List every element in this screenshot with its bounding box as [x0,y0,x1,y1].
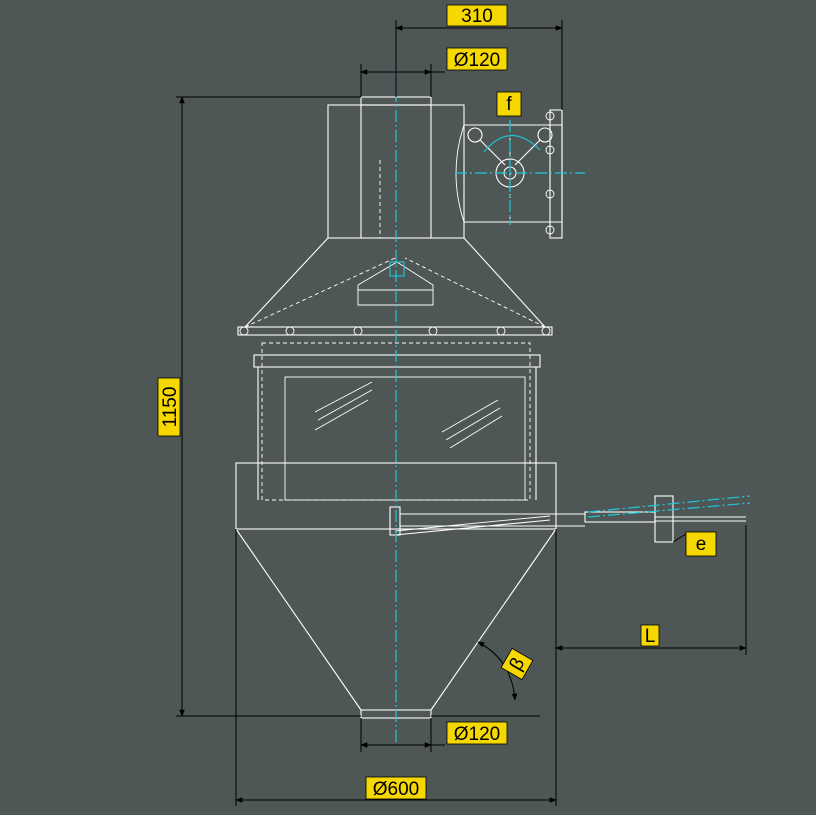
label-L-text: L [645,626,656,647]
dim-top-diameter-text: Ø120 [454,50,500,71]
label-beta: β [500,647,534,681]
dim-1150-label: 1150 [157,377,181,437]
dim-bottom-diameter-text: Ø120 [454,724,500,745]
hidden-lines [244,138,546,501]
dim-1150-text: 1150 [160,387,181,428]
glass-hatch [314,381,503,449]
dim-top-diameter-label: Ø120 [446,47,508,71]
unit-outline [235,96,563,719]
label-e: e [685,531,717,557]
dimension-lines [176,20,747,806]
dim-310-text: 310 [461,6,493,27]
label-f-text: f [506,94,512,115]
dim-body-diameter-text: Ø600 [373,779,419,800]
flange-bolts [239,111,555,336]
centerlines [395,70,751,745]
dim-310-label: 310 [446,4,508,27]
label-e-text: e [696,534,707,555]
dim-body-diameter-label: Ø600 [365,776,427,800]
dim-bottom-diameter-label: Ø120 [446,721,508,745]
lever-arm [389,495,746,543]
dimension-labels: 310 Ø120 f 1150 e L β Ø120 [157,4,717,800]
label-L: L [640,624,660,647]
label-f: f [496,91,522,117]
